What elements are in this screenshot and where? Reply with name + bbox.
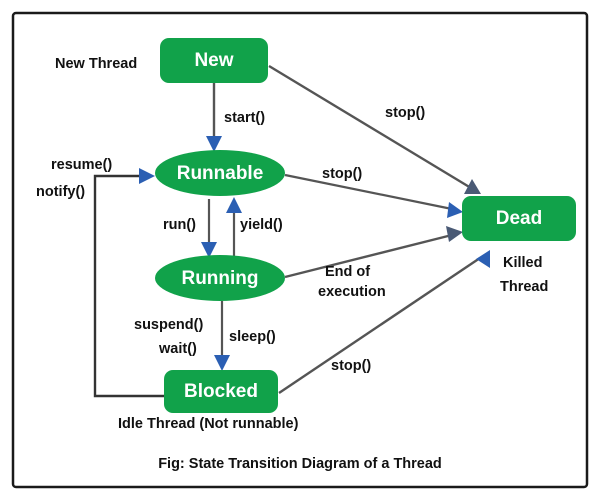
node-runnable[interactable]: Runnable (155, 150, 285, 196)
edge-blocked-to-dead (278, 250, 490, 394)
edge-label-resume: resume() (51, 157, 112, 173)
node-running[interactable]: Running (155, 255, 285, 301)
edge-label-run: run() (163, 217, 196, 233)
edge-new-to-runnable (206, 83, 222, 152)
figure-border (11, 11, 589, 489)
node-blocked-label: Blocked (184, 381, 258, 402)
edge-label-wait: wait() (158, 341, 197, 357)
node-runnable-label: Runnable (177, 163, 264, 184)
edge-label-end-of-execution-1: End of (325, 264, 370, 280)
annotation-new-thread: New Thread (55, 56, 137, 72)
edge-label-sleep: sleep() (229, 329, 276, 345)
edge-label-end-of-execution-2: execution (318, 284, 386, 300)
edge-blocked-to-runnable (93, 168, 164, 398)
figure-caption: Fig: State Transition Diagram of a Threa… (158, 456, 442, 472)
edge-label-yield: yield() (240, 217, 283, 233)
edge-label-notify: notify() (36, 184, 85, 200)
node-dead[interactable]: Dead (462, 196, 576, 241)
edge-running-to-runnable (226, 197, 242, 256)
annotation-killed-thread-line2: Thread (500, 279, 548, 295)
edge-runnable-to-dead (284, 173, 463, 218)
edge-running-to-dead (284, 226, 463, 279)
edge-running-to-blocked (214, 301, 230, 371)
node-blocked[interactable]: Blocked (164, 370, 278, 413)
edge-label-start: start() (224, 110, 265, 126)
edge-label-stop-new: stop() (385, 105, 425, 121)
node-new-label: New (194, 50, 233, 71)
node-new[interactable]: New (160, 38, 268, 83)
node-dead-label: Dead (496, 208, 542, 229)
edge-label-suspend: suspend() (134, 317, 203, 333)
annotation-killed-thread-line1: Killed (503, 255, 542, 271)
annotation-idle-thread: Idle Thread (Not runnable) (118, 416, 299, 432)
edge-new-to-dead (268, 64, 481, 194)
edge-runnable-to-running (201, 199, 217, 258)
edge-label-stop-runnable: stop() (322, 166, 362, 182)
node-running-label: Running (181, 268, 258, 289)
edge-label-stop-blocked: stop() (331, 358, 371, 374)
